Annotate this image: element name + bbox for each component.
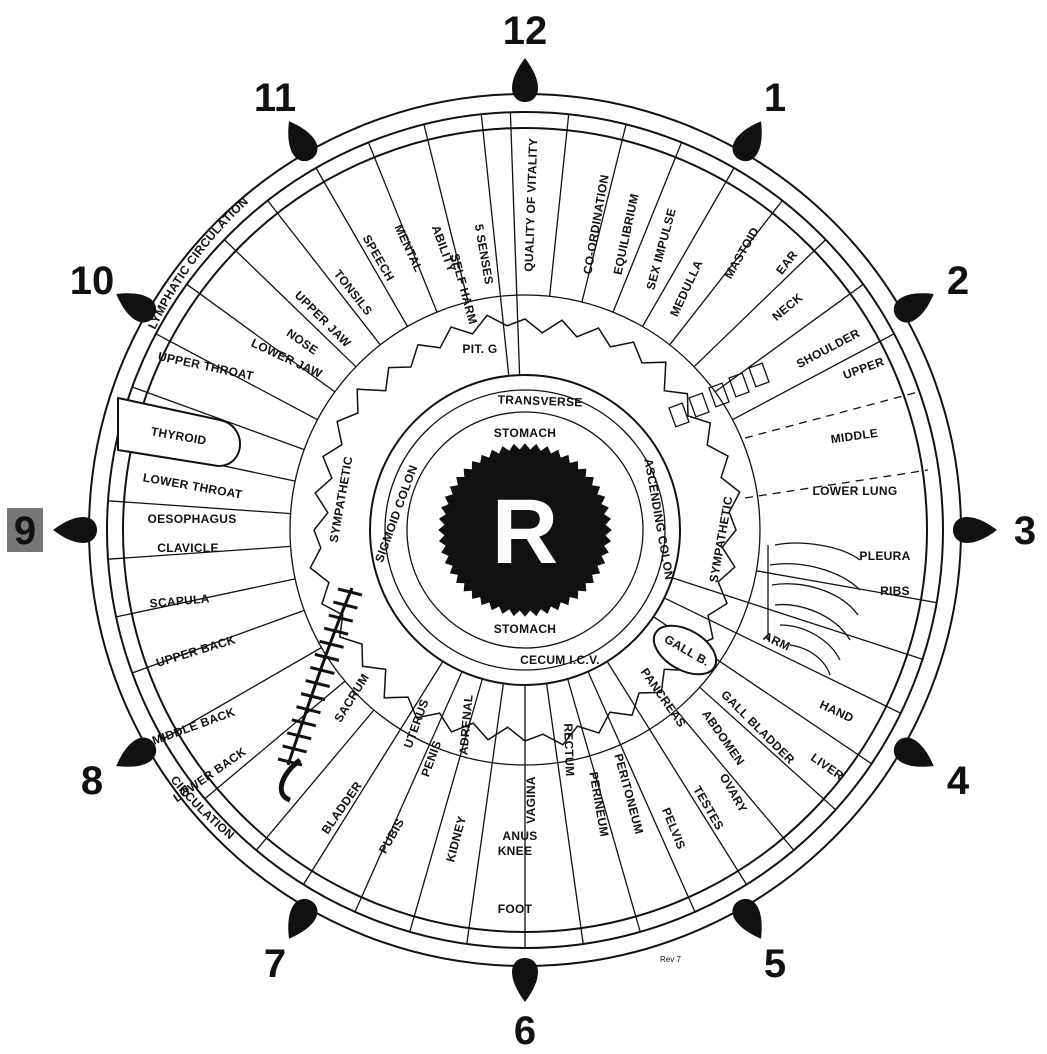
sector-label-lower-throat: LOWER THROAT [142,470,244,501]
ear-neck-boxes [669,363,769,427]
sector-label-pubis: PUBIS [376,816,407,856]
sector-label-adrenal: ADRENAL [456,694,475,756]
sector-label-lower-lung: LOWER LUNG [813,484,898,498]
hour-marker-droplet-4 [889,733,940,778]
sympathetic-left-label: SYMPATHETIC [327,455,356,544]
sector-label-pleura: PLEURA [859,549,910,563]
hour-marker-droplet-9 [53,517,97,543]
sector-label-knee: KNEE [498,844,533,858]
sector-label-mental: MENTAL [392,222,426,274]
sector-divider [694,240,826,367]
sector-label-bladder: BLADDER [319,779,365,837]
sector-label-5-senses: 5 SENSES [472,223,496,286]
sector-label-peritoneum: PERITONEUM [611,752,646,836]
sector-label-scapula: SCAPULA [149,591,210,610]
sector-label-mastoid: MASTOID [721,225,762,282]
hour-number-7: 7 [264,942,286,986]
sector-label-self-harm: SELF HARM [448,252,480,326]
sector-label-hand: HAND [817,697,855,725]
sector-label-kidney: KIDNEY [443,814,469,863]
hour-number-10: 10 [70,259,115,303]
sector-label-arm: ARM [761,629,793,654]
cecum-label: CECUM I.C.V. [520,653,600,667]
sector-divider [700,687,836,810]
lymphatic-circulation-label: LYMPHATIC CIRCULATION [145,194,251,331]
hour-marker-droplet-2 [889,283,940,328]
sector-label-oesophagus: OESOPHAGUS [147,512,236,526]
sector-divider [224,240,356,367]
sector-label-medulla: MEDULLA [667,258,705,319]
thyroid-capsule: THYROID [118,398,240,466]
hour-number-11: 11 [254,76,296,120]
sector-label-liver: LIVER [808,750,846,783]
sector-label-penis: PENIS [418,739,444,779]
sector-label-co-ordination: CO-ORDINATION [580,173,611,275]
sector-label-equilibrium: EQUILIBRIUM [611,192,642,276]
center-letter: R [492,481,558,583]
gall-bladder-capsule: GALL B. [646,616,725,685]
hour-number-3: 3 [1014,509,1036,553]
hour-marker-droplet-6 [512,958,538,1002]
credit-text: Rev 7 [660,955,681,964]
sector-label-middle: MIDDLE [830,426,879,447]
sector-label-neck: NECK [769,290,805,323]
hour-marker-droplet-12 [512,58,538,102]
hour-number-8: 8 [81,759,103,803]
hour-number-4: 4 [947,759,970,803]
sector-label-rectum: RECTUM [561,723,577,777]
sector-divider [510,112,519,375]
sector-label-vagina: VAGINA [524,776,538,824]
sector-label-pelvis: PELVIS [659,806,688,852]
sector-label-upper-back: UPPER BACK [154,632,237,669]
hour-marker-droplet-7 [278,894,323,945]
hour-number-12: 12 [503,9,548,53]
hour-marker-droplet-11 [278,115,323,166]
sector-label-perineum: PERINEUM [586,771,611,838]
stomach-top-label: STOMACH [494,426,557,440]
sector-label-ribs: RIBS [880,584,910,598]
sector-label-upper-throat: UPPER THROAT [157,349,256,383]
sector-label-clavicle: CLAVICLE [157,541,219,555]
stomach-bottom-label: STOMACH [494,622,557,636]
sector-label-anus: ANUS [502,829,537,843]
sector-label-pit-g: PIT. G [462,342,497,356]
sector-label-foot: FOOT [498,902,533,916]
sector-label-lower-back: LOWER BACK [171,744,249,805]
sector-label-ear: EAR [773,248,800,277]
hour-number-2: 2 [947,259,969,303]
sector-label-uterus: UTERUS [401,697,432,750]
hour-marker-droplet-1 [728,115,773,166]
hour-number-5: 5 [764,942,786,986]
sector-divider [256,710,374,850]
sector-label-sex-impulse: SEX IMPULSE [644,207,679,292]
sector-label-quality-of-vitality: QUALITY OF VITALITY [522,138,541,272]
sector-divider [733,334,895,420]
hour-number-1: 1 [764,76,786,120]
sector-label-testes: TESTES [690,784,726,833]
hour-number-9: 9 [14,509,36,553]
sector-divider [550,114,569,296]
hour-marker-droplet-5 [728,894,773,945]
hour-marker-droplet-3 [953,517,997,543]
sector-label-sacrum: SACRUM [331,671,372,725]
transverse-label: TRANSVERSE [497,393,582,410]
sector-label-middle-back: MIDDLE BACK [150,705,237,748]
hour-number-6: 6 [514,1009,536,1053]
